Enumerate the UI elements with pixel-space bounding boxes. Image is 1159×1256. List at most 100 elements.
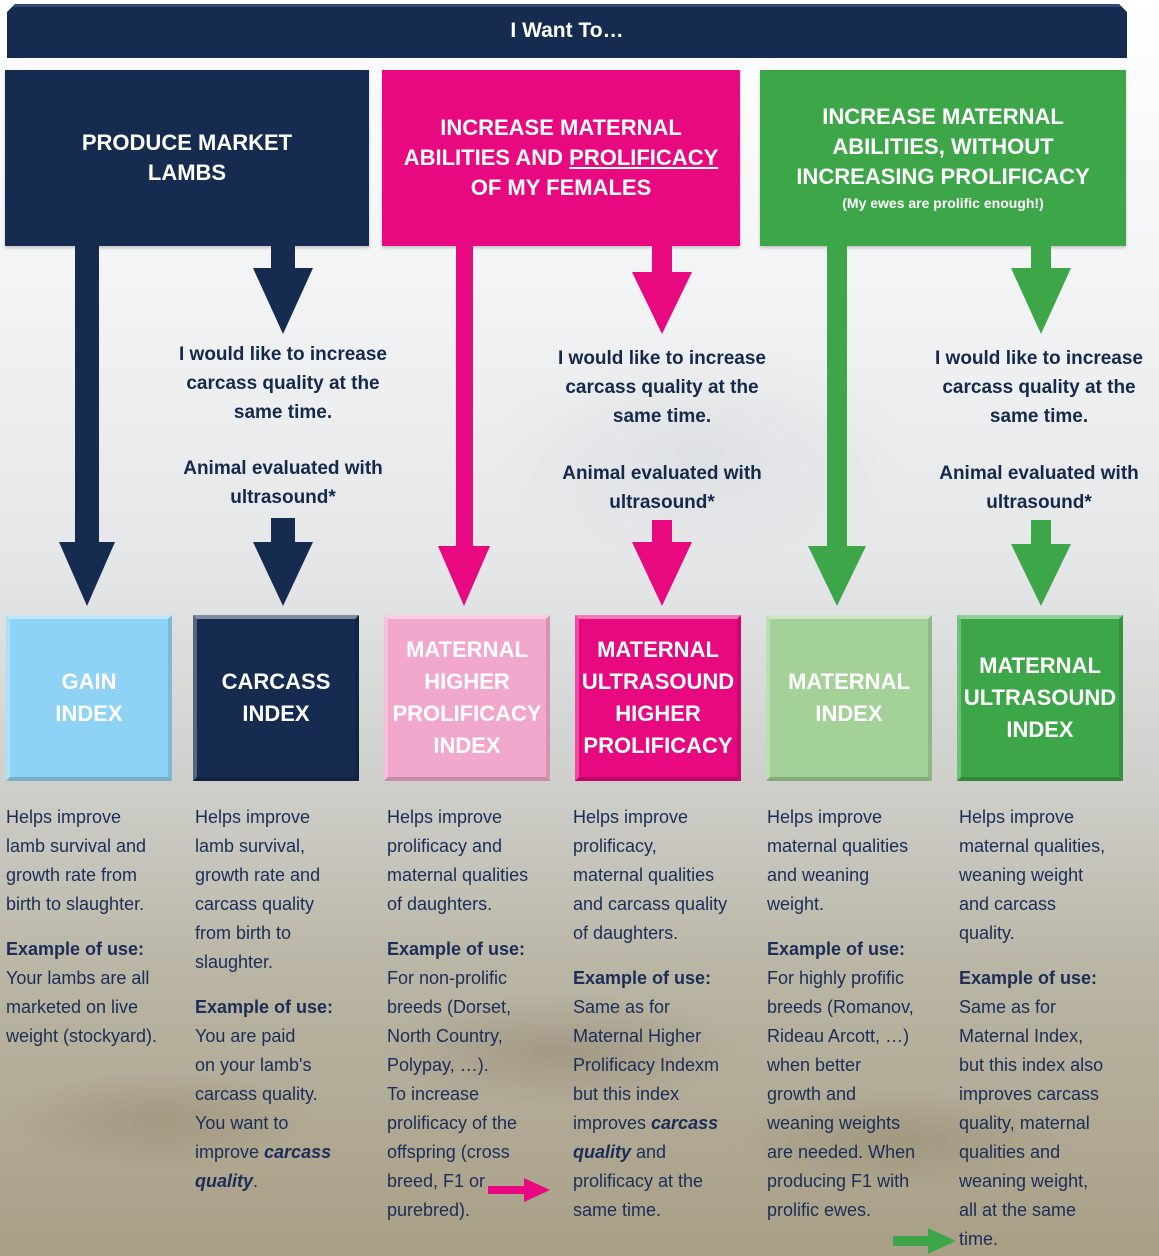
goal-line: OF MY FEMALES: [470, 175, 652, 200]
note-ultrasound-green: Animal evaluated with ultrasound*: [919, 459, 1159, 517]
note-line: ultrasound*: [986, 492, 1092, 513]
index-line: INDEX: [1006, 717, 1074, 742]
desc-line: quality and: [573, 1138, 759, 1167]
desc-line: To increase: [387, 1084, 480, 1104]
description-maternal-ultrasound: Helps improve maternal qualities, weanin…: [959, 803, 1155, 1254]
desc-line: lamb survival and: [6, 836, 147, 856]
goal-line: ABILITIES, WITHOUT: [832, 134, 1054, 159]
desc-line: growth rate from: [6, 865, 138, 885]
desc-line: all at the same: [959, 1200, 1077, 1220]
desc-line: and weaning: [767, 865, 870, 885]
note-line: carcass quality at the: [565, 377, 759, 398]
desc-text: improves: [573, 1113, 652, 1133]
desc-line: breeds (Romanov,: [767, 997, 914, 1017]
goal-line: INCREASING PROLIFICACY: [796, 164, 1090, 189]
small-arrow-green: [893, 1228, 956, 1254]
emphasis-text: quality: [573, 1142, 632, 1162]
desc-line: weight.: [767, 894, 825, 914]
example-label: Example of use:: [959, 968, 1098, 988]
note-line: same time.: [612, 406, 712, 427]
desc-line: but this index also: [959, 1055, 1104, 1075]
arrow-maternal-to-note: [1011, 246, 1071, 334]
index-line: GAIN: [61, 669, 117, 694]
goal-line: INCREASE MATERNAL: [440, 115, 682, 140]
desc-line: Helps improve: [6, 807, 122, 827]
arrow-market-to-note: [253, 246, 313, 334]
desc-line: and carcass: [959, 894, 1057, 914]
desc-line: Same as for: [573, 997, 671, 1017]
note-line: I would like to increase: [934, 348, 1143, 369]
emphasis-text: carcass: [264, 1142, 332, 1162]
desc-line: Helps improve: [767, 807, 883, 827]
index-line: MATERNAL: [788, 669, 910, 694]
desc-line: but this index: [573, 1084, 680, 1104]
desc-line: are needed. When: [767, 1142, 916, 1162]
note-line: Animal evaluated with: [939, 463, 1139, 484]
emphasis-text: carcass: [651, 1113, 719, 1133]
note-line: same time.: [233, 402, 333, 423]
arrow-note-to-muhp: [632, 520, 692, 606]
index-line: MATERNAL: [979, 653, 1101, 678]
arrow-note-to-carcass: [253, 518, 313, 606]
index-carcass: CARCASS INDEX: [193, 615, 359, 781]
desc-line: quality, maternal: [959, 1113, 1090, 1133]
goal-line: INCREASE MATERNAL: [822, 104, 1064, 129]
desc-line: time.: [959, 1229, 999, 1249]
index-line: INDEX: [242, 701, 310, 726]
goal-underlined-word: PROLIFICACY: [569, 145, 719, 170]
desc-line: Your lambs are all: [6, 968, 150, 988]
desc-line: slaughter.: [195, 952, 274, 972]
note-line: carcass quality at the: [186, 373, 380, 394]
desc-line: quality.: [959, 923, 1015, 943]
index-maternal-ultrasound: MATERNAL ULTRASOUND INDEX: [957, 615, 1123, 781]
description-maternal: Helps improve maternal qualities and wea…: [767, 803, 953, 1225]
desc-line: lamb survival,: [195, 836, 306, 856]
desc-line: breeds (Dorset,: [387, 997, 512, 1017]
note-carcass-green: I would like to increase carcass quality…: [919, 344, 1159, 431]
index-line: INDEX: [55, 701, 123, 726]
desc-line: North Country,: [387, 1026, 503, 1046]
desc-line: You are paid: [195, 1026, 296, 1046]
note-line: I would like to increase: [178, 344, 387, 365]
index-line: ULTRASOUND: [963, 685, 1117, 710]
description-maternal-higher-prolificacy: Helps improve prolificacy and maternal q…: [387, 803, 567, 1225]
example-label: Example of use:: [195, 997, 334, 1017]
desc-line: carcass quality.: [195, 1084, 318, 1104]
note-line: I would like to increase: [557, 348, 766, 369]
small-arrow-magenta: [488, 1178, 550, 1202]
desc-line: weaning weights: [767, 1113, 901, 1133]
desc-text: .: [253, 1171, 259, 1191]
desc-line: carcass quality: [195, 894, 315, 914]
goal-line: LAMBS: [147, 160, 227, 185]
desc-line: weaning weight,: [959, 1171, 1089, 1191]
index-line: HIGHER: [424, 669, 510, 694]
desc-line: Helps improve: [195, 807, 311, 827]
desc-line: marketed on live: [6, 997, 139, 1017]
index-line: CARCASS: [221, 669, 331, 694]
desc-line: quality.: [195, 1167, 375, 1196]
desc-line: from birth to: [195, 923, 292, 943]
index-line: MATERNAL: [406, 637, 528, 662]
desc-line: prolific ewes.: [767, 1200, 872, 1220]
description-maternal-ultrasound-higher-prolificacy: Helps improve prolificacy, maternal qual…: [573, 803, 759, 1225]
desc-line: Maternal Index,: [959, 1026, 1084, 1046]
index-line: MATERNAL: [597, 637, 719, 662]
note-line: ultrasound*: [609, 492, 715, 513]
arrow-note-to-mui: [1011, 520, 1071, 606]
example-label: Example of use:: [573, 968, 712, 988]
desc-line: prolificacy of the: [387, 1113, 518, 1133]
note-carcass-magenta: I would like to increase carcass quality…: [544, 344, 780, 431]
note-line: same time.: [989, 406, 1089, 427]
desc-line: For highly profific: [767, 968, 905, 988]
desc-line: of daughters.: [573, 923, 679, 943]
note-line: Animal evaluated with: [562, 463, 762, 484]
desc-line: breed, F1 or: [387, 1171, 486, 1191]
desc-line: prolificacy and: [387, 836, 503, 856]
goal-line: ABILITIES AND PROLIFICACY: [404, 143, 719, 173]
goal-subnote: (My ewes are prolific enough!): [842, 195, 1044, 211]
banner-title: I Want To…: [510, 19, 624, 42]
desc-line: offspring (cross: [387, 1142, 510, 1162]
